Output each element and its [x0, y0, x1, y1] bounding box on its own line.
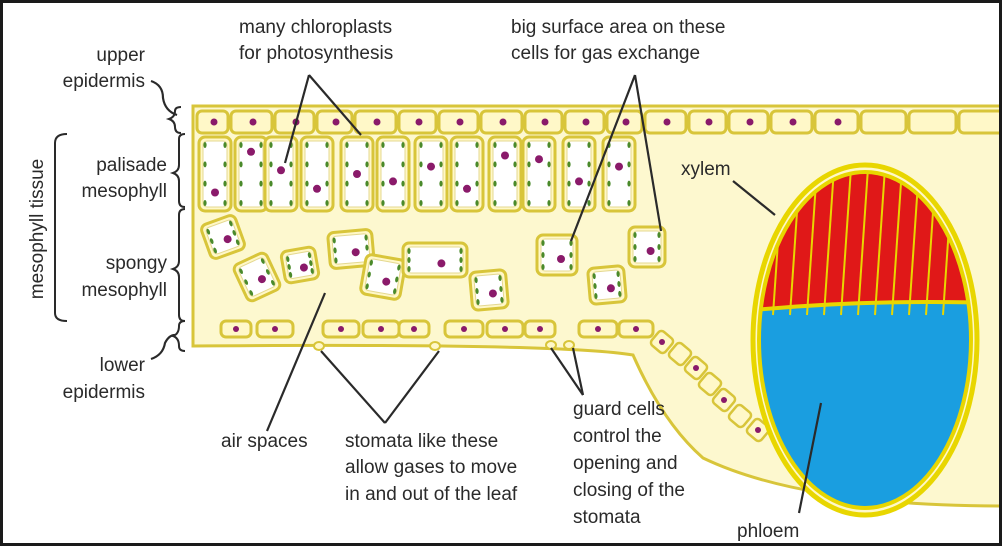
- upper-epidermis-cell: [399, 111, 436, 133]
- chloroplasts-label-line2: for photosynthesis: [239, 43, 393, 64]
- palisade-cell: [377, 137, 409, 211]
- stomata-label-line1: stomata like these: [345, 431, 498, 452]
- upper-epidermis-cell: [689, 111, 726, 133]
- phloem-label: phloem: [737, 521, 799, 542]
- guard-cell: [314, 342, 324, 350]
- stomata-pointer-1: [321, 351, 385, 423]
- lower-epidermis-cell: [363, 321, 399, 337]
- upper-epidermis-cell: [231, 111, 272, 133]
- palisade-cell: [451, 137, 483, 211]
- lower-epidermis-cell: [619, 321, 653, 337]
- palisade-cell: [301, 137, 333, 211]
- upper-epidermis-cell: [439, 111, 478, 133]
- upper-epidermis-label-line1: upper: [96, 45, 145, 66]
- spongy-bracket: [173, 209, 185, 321]
- palisade-cell: [265, 137, 297, 211]
- upper-epidermis-cell: [815, 111, 858, 133]
- spongy-cell: [403, 243, 467, 277]
- layer-brackets: [55, 107, 185, 351]
- surface-area-label-line1: big surface area on these: [511, 17, 725, 38]
- chloroplasts-label-line1: many chloroplasts: [239, 17, 392, 38]
- upper-epidermis: [197, 111, 1002, 133]
- upper-epidermis-cell: [607, 111, 642, 133]
- spongy-cell: [587, 265, 626, 304]
- lower-epidermis-cell: [487, 321, 523, 337]
- guard-cells-label-line4: closing of the: [573, 480, 685, 501]
- upper-epidermis-cell: [317, 111, 352, 133]
- palisade-cell: [199, 137, 231, 211]
- guard-cell: [430, 342, 440, 350]
- palisade-mesophyll-cells: [199, 137, 635, 211]
- lower-epidermis-label-line2: epidermis: [63, 382, 145, 403]
- upper-epidermis-cell: [959, 111, 1002, 133]
- leaf-cross-section-diagram: upper epidermis palisade mesophyll spong…: [3, 3, 1002, 546]
- upper-epidermis-cell: [565, 111, 604, 133]
- surface-area-label-line2: cells for gas exchange: [511, 43, 700, 64]
- palisade-bracket: [173, 134, 185, 207]
- guard-cell: [564, 341, 574, 349]
- upper-epidermis-cell: [481, 111, 522, 133]
- mesophyll-tissue-bracket: [55, 134, 67, 321]
- lower-epidermis-label-line1: lower: [100, 355, 146, 376]
- palisade-cell: [489, 137, 521, 211]
- xylem-label: xylem: [681, 159, 731, 180]
- palisade-cell: [341, 137, 373, 211]
- upper-epidermis-cell: [861, 111, 906, 133]
- air-spaces-label: air spaces: [221, 431, 308, 452]
- guard-cells-label-line2: control the: [573, 426, 662, 447]
- upper-epidermis-cell: [729, 111, 768, 133]
- lower-epidermis-cell: [399, 321, 429, 337]
- upper-epidermis-label-line2: epidermis: [63, 71, 145, 92]
- spongy-cell: [280, 246, 319, 283]
- upper-epidermis-cell: [909, 111, 956, 133]
- palisade-cell: [563, 137, 595, 211]
- spongy-cell: [629, 227, 665, 267]
- lower-epidermis-cell: [257, 321, 293, 337]
- upper-epidermis-cell: [645, 111, 686, 133]
- guard-cell: [546, 341, 556, 349]
- lower-epidermis-cell: [445, 321, 483, 337]
- upper-epidermis-pointer: [151, 81, 177, 115]
- palisade-cell: [415, 137, 447, 211]
- lower-epidermis-cell: [323, 321, 359, 337]
- guard-cells-label-line3: opening and: [573, 453, 678, 474]
- stomata-label-line3: in and out of the leaf: [345, 484, 518, 505]
- stomata-label-line2: allow gases to move: [345, 457, 517, 478]
- spongy-label-line1: spongy: [106, 253, 168, 274]
- lower-epidermis-cell: [221, 321, 251, 337]
- palisade-cell: [523, 137, 555, 211]
- spongy-cell: [360, 254, 406, 300]
- mesophyll-tissue-label: mesophyll tissue: [27, 159, 48, 299]
- upper-epidermis-cell: [771, 111, 812, 133]
- palisade-label-line2: mesophyll: [81, 181, 167, 202]
- guard-cells-label-line5: stomata: [573, 507, 641, 528]
- upper-epidermis-cell: [197, 111, 228, 133]
- spongy-label-line2: mesophyll: [81, 280, 167, 301]
- palisade-cell: [235, 137, 267, 211]
- spongy-cell: [469, 270, 508, 311]
- upper-epidermis-cell: [525, 111, 562, 133]
- palisade-label-line1: palisade: [96, 155, 167, 176]
- upper-epidermis-cell: [355, 111, 396, 133]
- lower-epidermis-cell: [525, 321, 555, 337]
- stomata-pointer-2: [385, 351, 439, 423]
- guard-cells-label-line1: guard cells: [573, 399, 665, 420]
- lower-epidermis-pointer: [151, 335, 175, 359]
- lower-epidermis-cell: [579, 321, 617, 337]
